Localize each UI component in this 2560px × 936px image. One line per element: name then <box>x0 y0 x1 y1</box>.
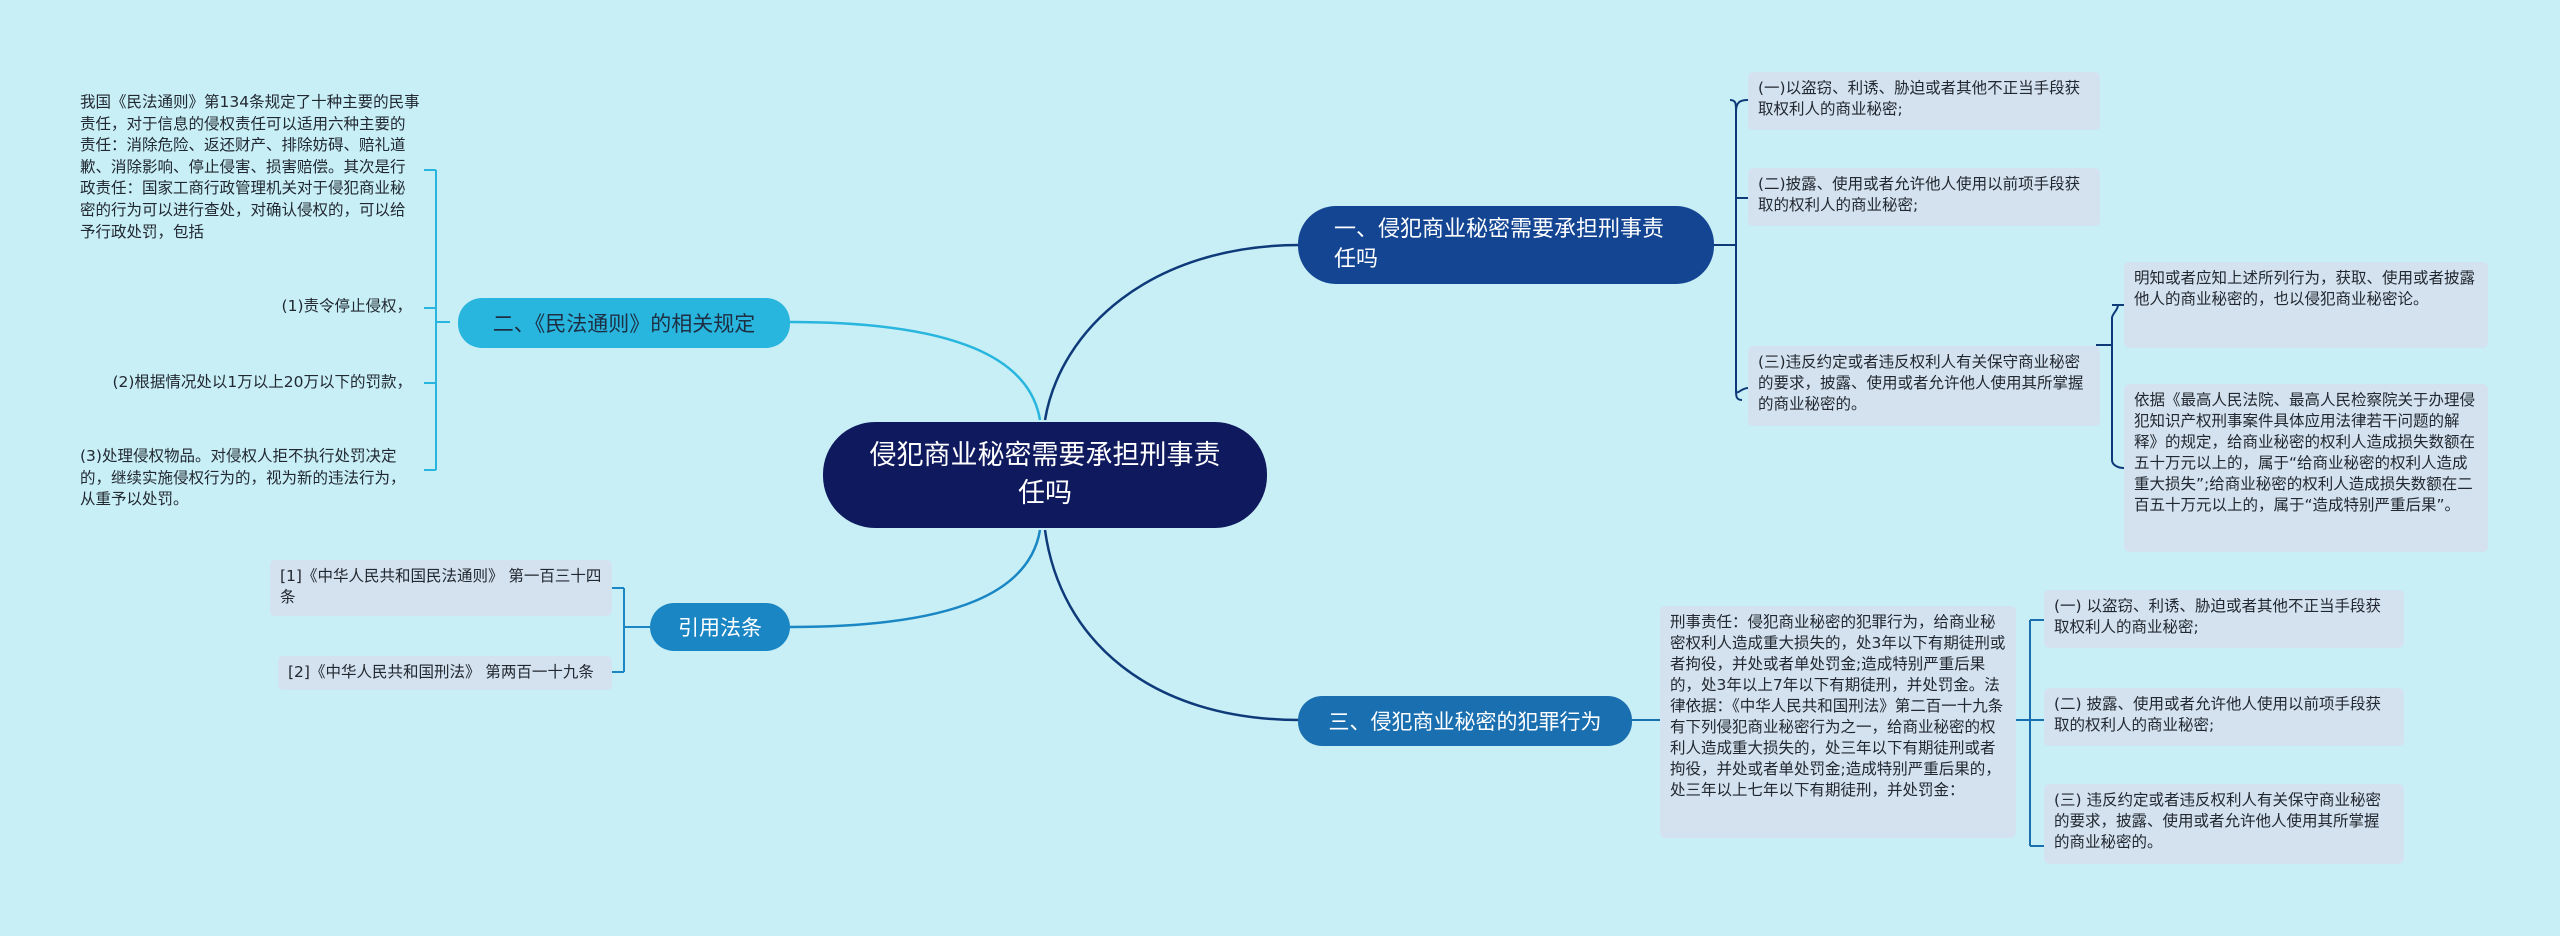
branch-civil-law[interactable]: 二、《民法通则》的相关规定 <box>458 298 790 348</box>
link-b1-item1 <box>1735 99 1749 113</box>
link-root-b3 <box>1043 529 1301 722</box>
root-title: 侵犯商业秘密需要承担刑事责任吗 <box>869 440 1221 509</box>
branch-criminal-acts-title: 三、侵犯商业秘密的犯罪行为 <box>1328 710 1602 734</box>
b3-detail: 刑事责任：侵犯商业秘密的犯罪行为，给商业秘密权利人造成重大损失的，处3年以下有期… <box>1660 606 2016 838</box>
link-b1-sub-bracket <box>2096 304 2125 469</box>
b2-intro: 我国《民法通则》第134条规定了十种主要的民事责任，对于信息的侵权责任可以适用六… <box>80 93 420 241</box>
b2-item-2: (2)根据情况处以1万以上20万以下的罚款， <box>112 373 412 391</box>
branch-civil-law-title: 二、《民法通则》的相关规定 <box>492 312 756 336</box>
b3-item-2: (二) 披露、使用或者允许他人使用以前项手段获取的权利人的商业秘密; <box>2044 688 2404 746</box>
b1-item-2: (二)披露、使用或者允许他人使用以前项手段获取的权利人的商业秘密; <box>1748 168 2100 226</box>
b1-sub-2: 依据《最高人民法院、最高人民检察院关于办理侵犯知识产权刑事案件具体应用法律若干问… <box>2124 384 2488 552</box>
link-b2-bracket <box>424 169 437 471</box>
b4-item-2: [2]《中华人民共和国刑法》 第两百一十九条 <box>278 656 612 690</box>
link-b1-item3 <box>1735 387 1749 394</box>
link-b1-bracket <box>1714 99 1743 401</box>
b1-sub-1: 明知或者应知上述所列行为，获取、使用或者披露他人的商业秘密的，也以侵犯商业秘密论… <box>2124 262 2488 348</box>
b2-item-1: (1)责令停止侵权， <box>281 297 412 315</box>
b3-item-1: (一) 以盗窃、利诱、胁迫或者其他不正当手段获取权利人的商业秘密; <box>2044 590 2404 648</box>
link-b3-detail-bracket <box>2016 619 2044 847</box>
b4-item-1: [1]《中华人民共和国民法通则》 第一百三十四条 <box>270 560 612 616</box>
root-topic[interactable]: 侵犯商业秘密需要承担刑事责任吗 <box>823 422 1267 528</box>
branch-cited-laws-title: 引用法条 <box>678 616 762 640</box>
link-root-b2 <box>789 320 1042 421</box>
link-root-b1 <box>1043 243 1301 421</box>
branch-criminal-liability[interactable]: 一、侵犯商业秘密需要承担刑事责任吗 <box>1298 206 1714 284</box>
branch-criminal-liability-title: 一、侵犯商业秘密需要承担刑事责任吗 <box>1334 217 1665 272</box>
b3-item-3: (三) 违反约定或者违反权利人有关保守商业秘密的要求，披露、使用或者允许他人使用… <box>2044 784 2404 864</box>
link-root-b4 <box>789 529 1042 629</box>
link-b4-bracket <box>612 587 636 673</box>
b2-item-3: (3)处理侵权物品。对侵权人拒不执行处罚决定的，继续实施侵权行为的，视为新的违法… <box>80 447 406 509</box>
b1-item-1: (一)以盗窃、利诱、胁迫或者其他不正当手段获取权利人的商业秘密; <box>1748 72 2100 130</box>
branch-criminal-acts[interactable]: 三、侵犯商业秘密的犯罪行为 <box>1298 696 1632 746</box>
branch-cited-laws[interactable]: 引用法条 <box>650 603 790 651</box>
b1-item-3: (三)违反约定或者违反权利人有关保守商业秘密的要求，披露、使用或者允许他人使用其… <box>1748 346 2100 426</box>
